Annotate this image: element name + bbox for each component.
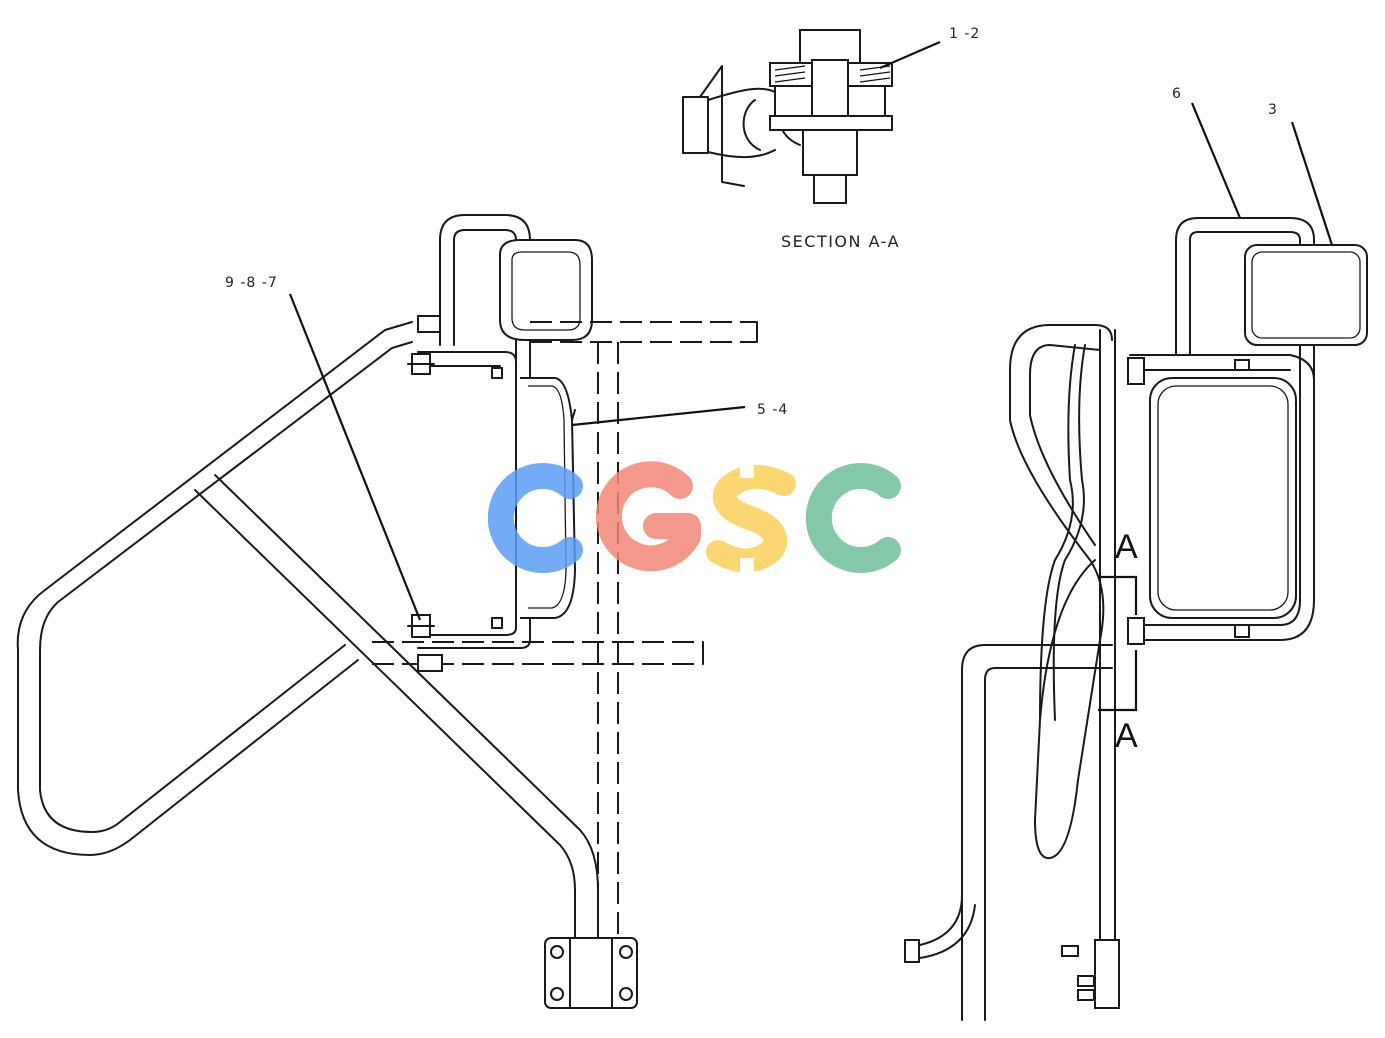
cgsc-watermark-logo [488, 460, 901, 576]
watermark-letter-c2 [805, 463, 901, 573]
section-mark-top: A [1115, 528, 1138, 566]
callout-3: 3 [1268, 102, 1278, 118]
callout-6: 6 [1172, 86, 1182, 102]
callout-5-4: 5 -4 [757, 402, 789, 418]
callout-1-2: 1 -2 [949, 26, 981, 42]
left-view [16, 214, 758, 1009]
section-label: SECTION A-A [781, 232, 901, 251]
watermark-letter-s [706, 465, 796, 573]
right-view [904, 102, 1368, 1021]
section-mark-bottom: A [1115, 717, 1138, 755]
watermark-letter-g [595, 461, 701, 572]
watermark-letter-c1 [488, 463, 583, 573]
callout-9-8-7: 9 -8 -7 [225, 275, 278, 291]
section-aa-detail [682, 29, 941, 204]
